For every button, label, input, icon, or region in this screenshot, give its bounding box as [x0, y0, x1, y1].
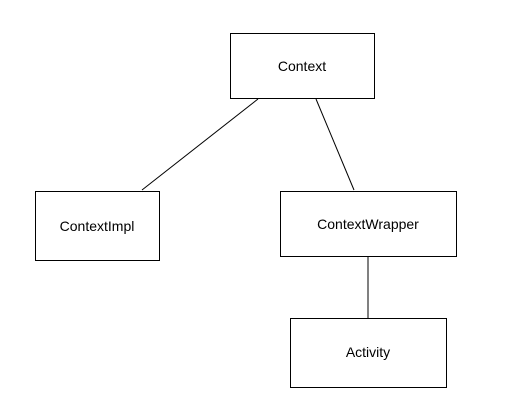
edge-context-to-contextwrapper: [315, 98, 355, 191]
node-contextwrapper-box: [280, 191, 457, 257]
node-contextwrapper: ContextWrapper: [280, 191, 457, 257]
node-contextimpl: ContextImpl: [35, 191, 160, 261]
node-context: Context: [230, 33, 375, 99]
node-context-label: Context: [278, 58, 326, 74]
node-contextimpl-label: ContextImpl: [60, 218, 135, 234]
node-activity-label: Activity: [346, 344, 390, 360]
node-contextwrapper-label: ContextWrapper: [317, 216, 419, 232]
node-context-box: [230, 33, 375, 99]
node-activity-box: [290, 318, 447, 388]
node-activity: Activity: [290, 318, 447, 388]
node-contextimpl-box: [35, 191, 160, 261]
edge-context-to-contextimpl: [141, 98, 259, 191]
